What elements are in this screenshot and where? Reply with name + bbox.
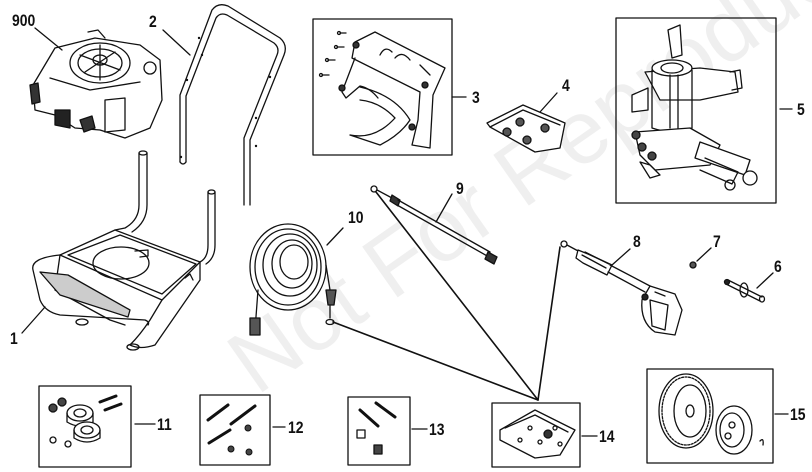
leaders-to-14 [332, 191, 561, 401]
leader-7 [696, 247, 712, 262]
box-3[interactable] [312, 18, 453, 156]
callout-2[interactable]: 2 [149, 12, 157, 31]
callout-1[interactable]: 1 [10, 329, 18, 348]
callout-13[interactable]: 13 [429, 420, 445, 439]
leader-2 [162, 29, 191, 56]
callout-11[interactable]: 11 [157, 415, 172, 434]
bolt-nut-illustration[interactable] [206, 403, 257, 456]
box-13[interactable] [347, 396, 411, 466]
spray-wand-illustration[interactable] [370, 185, 498, 265]
wheel-hardware-illustration[interactable] [48, 394, 123, 448]
box-5[interactable] [615, 17, 777, 204]
o-ring-illustration[interactable] [689, 261, 697, 269]
box-11[interactable] [38, 385, 132, 468]
handle-hardware-illustration[interactable] [356, 401, 397, 455]
callout-7[interactable]: 7 [713, 232, 721, 251]
leader-10 [326, 227, 344, 246]
box-14[interactable] [491, 402, 581, 468]
leader-4 [539, 92, 558, 113]
leader-9 [435, 193, 453, 223]
handle-illustration[interactable] [179, 4, 286, 206]
callout-5[interactable]: 5 [797, 100, 805, 119]
bracket-illustration[interactable] [318, 30, 446, 149]
o-ring-kit-illustration[interactable] [499, 409, 576, 459]
leader-6 [756, 272, 774, 289]
nozzle-set-illustration[interactable] [486, 104, 566, 153]
callout-4[interactable]: 4 [562, 76, 570, 95]
callout-900[interactable]: 900 [12, 11, 36, 30]
base-frame-illustration[interactable] [32, 150, 216, 351]
callout-15[interactable]: 15 [790, 405, 806, 424]
callout-3[interactable]: 3 [472, 88, 480, 107]
pump-illustration[interactable] [631, 24, 758, 191]
callout-8[interactable]: 8 [633, 232, 641, 251]
nozzle-illustration[interactable] [723, 278, 766, 303]
spray-gun-illustration[interactable] [560, 240, 683, 336]
callout-10[interactable]: 10 [348, 208, 364, 227]
box-15[interactable] [646, 368, 774, 464]
leader-1 [21, 306, 46, 334]
hose-illustration[interactable] [249, 223, 337, 336]
wheel-kit-illustration[interactable] [658, 373, 764, 455]
callout-12[interactable]: 12 [288, 418, 304, 437]
leader-900 [34, 27, 63, 51]
engine-illustration[interactable] [29, 29, 163, 139]
callout-9[interactable]: 9 [456, 179, 464, 198]
callout-6[interactable]: 6 [774, 257, 782, 276]
callout-14[interactable]: 14 [599, 427, 615, 446]
box-12[interactable] [199, 394, 271, 466]
leader-8 [611, 248, 631, 266]
